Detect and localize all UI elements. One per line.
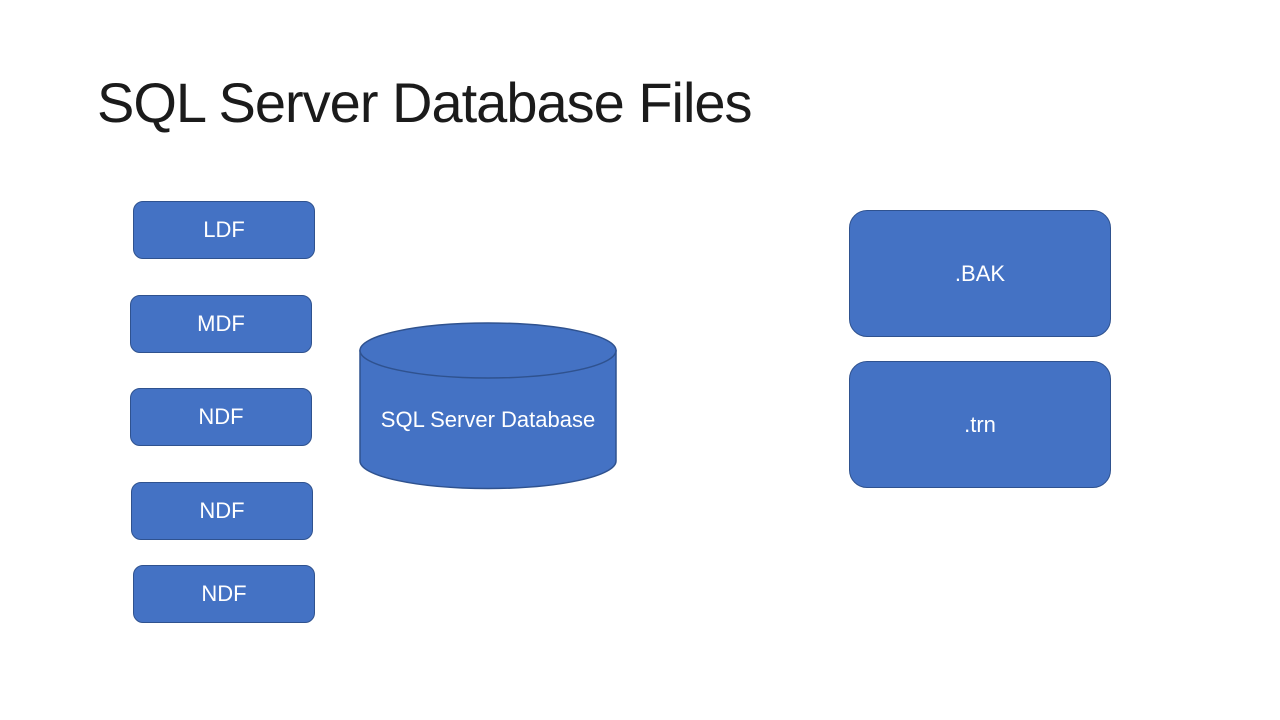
file-box-ldf: LDF: [133, 201, 315, 259]
backup-box-bak-label: .BAK: [954, 260, 1006, 286]
file-box-ldf-label: LDF: [203, 217, 245, 242]
file-box-ndf-1-label: NDF: [198, 404, 244, 429]
file-box-mdf: MDF: [130, 295, 312, 353]
cylinder-top-ellipse: [359, 322, 617, 379]
backup-box-trn: .trn: [849, 361, 1111, 488]
file-box-ndf-2-label: NDF: [199, 498, 245, 523]
file-box-ndf-3: NDF: [133, 565, 315, 623]
backup-box-trn-label: .trn: [964, 411, 996, 437]
backup-box-bak: .BAK: [849, 210, 1111, 337]
slide-title: SQL Server Database Files: [97, 71, 753, 134]
file-box-ndf-3-label: NDF: [201, 581, 247, 606]
database-cylinder-label: SQL Server Database: [380, 407, 596, 432]
cylinder-body-shape: [359, 349, 617, 490]
database-cylinder: SQL Server Database: [359, 322, 617, 490]
database-cylinder-icon: [359, 322, 617, 490]
file-box-mdf-label: MDF: [197, 311, 245, 336]
file-box-ndf-1: NDF: [130, 388, 312, 446]
file-box-ndf-2: NDF: [131, 482, 313, 540]
